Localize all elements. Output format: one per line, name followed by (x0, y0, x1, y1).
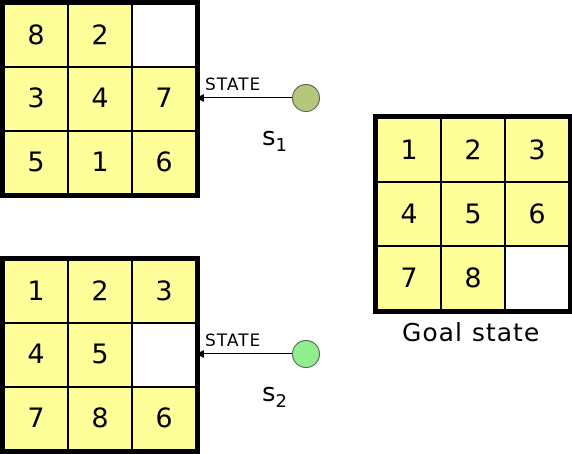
tile: 1 (5, 261, 67, 323)
blank-tile (506, 247, 568, 309)
state-name-s2: s2 (262, 378, 287, 413)
blank-tile (133, 5, 195, 67)
tile: 2 (442, 119, 504, 181)
tile: 8 (442, 247, 504, 309)
tile: 5 (442, 183, 504, 245)
tile: 7 (378, 247, 440, 309)
tile: 1 (69, 131, 131, 193)
tile: 3 (133, 261, 195, 323)
state-node-s2 (292, 340, 320, 368)
tile: 2 (69, 5, 131, 67)
arrowhead-s1 (196, 94, 204, 102)
tile: 5 (69, 324, 131, 386)
tile: 5 (5, 131, 67, 193)
tile: 3 (506, 119, 568, 181)
tile: 6 (506, 183, 568, 245)
tile: 7 (133, 68, 195, 130)
tile: 7 (5, 387, 67, 449)
blank-tile (133, 324, 195, 386)
tile: 3 (5, 68, 67, 130)
arrow-s1 (202, 97, 292, 98)
tile: 8 (5, 5, 67, 67)
arrow-s2 (202, 353, 292, 354)
tile: 6 (133, 387, 195, 449)
tile: 8 (69, 387, 131, 449)
state-label-s2: STATE (205, 331, 262, 351)
state-name-s1: s1 (262, 122, 287, 157)
state-node-s1 (292, 84, 320, 112)
tile: 1 (378, 119, 440, 181)
goal-state-label: Goal state (402, 318, 541, 347)
arrowhead-s2 (196, 350, 204, 358)
state-label-s1: STATE (205, 75, 262, 95)
tile: 4 (378, 183, 440, 245)
tile: 4 (5, 324, 67, 386)
tile: 4 (69, 68, 131, 130)
tile: 2 (69, 261, 131, 323)
tile: 6 (133, 131, 195, 193)
